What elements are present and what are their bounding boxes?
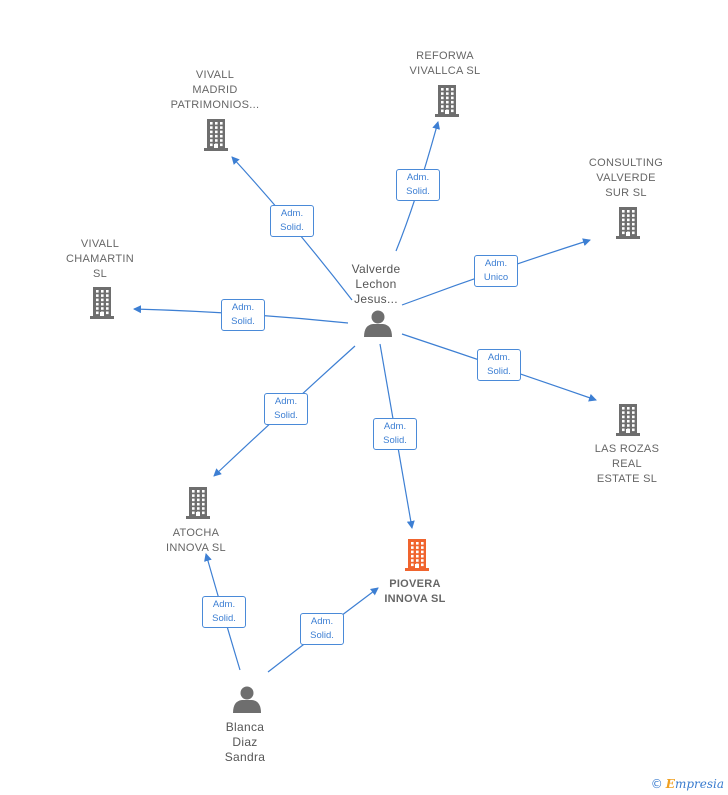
edge-label-line: Solid. — [231, 316, 255, 327]
edge-label-valverde-to-vivall_chamartin[interactable]: Adm. Solid. — [221, 299, 265, 331]
edge-label-line: Adm. — [280, 208, 304, 219]
node-label-line: REFORWA — [416, 50, 474, 62]
edge-label-line: Adm. — [484, 258, 508, 269]
building-icon-piovera[interactable] — [405, 539, 429, 571]
empresia-watermark: ©Empresia — [651, 777, 724, 791]
edge-label-valverde-to-reforwa[interactable]: Adm. Solid. — [396, 169, 440, 201]
node-label-line: ESTATE SL — [596, 473, 658, 485]
edge-label-line: Solid. — [274, 410, 298, 421]
node-label-line: Jesus... — [354, 292, 398, 306]
edge-label-valverde-to-vivall_madrid[interactable]: Adm. Solid. — [270, 205, 314, 237]
node-label-line: CONSULTING — [588, 157, 664, 169]
edge-label-line: Unico — [483, 272, 509, 283]
copyright-symbol: © — [650, 777, 663, 791]
edge-label-line: Adm. — [406, 172, 430, 183]
building-icon-vivall_chamartin[interactable] — [90, 287, 114, 319]
node-label-reforwa[interactable]: REFORWA VIVALLCA SL — [385, 49, 505, 79]
node-label-line: Diaz — [232, 735, 258, 749]
building-icon-las_rozas[interactable] — [616, 404, 640, 436]
brand-initial: E — [665, 777, 675, 791]
edge-label-line: Solid. — [406, 186, 430, 197]
node-label-line: Blanca — [225, 720, 265, 734]
edge-label-valverde-to-consulting[interactable]: Adm. Unico — [474, 255, 518, 287]
node-label-piovera[interactable]: PIOVERA INNOVA SL — [355, 577, 475, 607]
node-label-line: SUR SL — [605, 187, 647, 199]
edge-label-valverde-to-las_rozas[interactable]: Adm. Solid. — [477, 349, 521, 381]
node-label-line: VIVALLCA SL — [409, 65, 481, 77]
edge-label-line: Solid. — [310, 630, 334, 641]
node-label-line: SL — [92, 268, 108, 280]
node-label-line: VIVALL — [80, 238, 120, 250]
node-label-line: Valverde — [351, 262, 401, 276]
edge-label-valverde-to-atocha[interactable]: Adm. Solid. — [264, 393, 308, 425]
building-icon-atocha[interactable] — [186, 487, 210, 519]
person-icon-blanca[interactable] — [233, 686, 261, 714]
node-label-consulting[interactable]: CONSULTING VALVERDE SUR SL — [566, 156, 686, 201]
edge-label-blanca-to-piovera[interactable]: Adm. Solid. — [300, 613, 344, 645]
node-label-line: ATOCHA — [172, 527, 220, 539]
building-icon-reforwa[interactable] — [435, 85, 459, 117]
node-label-line: Lechon — [355, 277, 397, 291]
edge-label-line: Adm. — [310, 616, 334, 627]
brand-name: mpresia — [674, 777, 724, 791]
edge-label-line: Adm. — [231, 302, 255, 313]
node-label-line: REAL — [612, 458, 642, 470]
building-icon-consulting[interactable] — [616, 207, 640, 239]
building-icon-vivall_madrid[interactable] — [204, 119, 228, 151]
edge-label-line: Solid. — [487, 366, 511, 377]
edge-label-line: Adm. — [487, 352, 511, 363]
node-label-vivall_chamartin[interactable]: VIVALL CHAMARTIN SL — [40, 237, 160, 282]
edge-label-valverde-to-piovera[interactable]: Adm. Solid. — [373, 418, 417, 450]
node-label-line: CHAMARTIN — [66, 253, 134, 265]
node-label-atocha[interactable]: ATOCHA INNOVA SL — [136, 526, 256, 556]
node-label-line: INNOVA SL — [384, 593, 446, 605]
node-label-line: PIOVERA — [389, 578, 441, 590]
node-label-line: PATRIMONIOS... — [170, 99, 260, 111]
edge-label-line: Adm. — [274, 396, 298, 407]
node-label-line: Sandra — [224, 750, 266, 764]
node-label-line: VIVALL — [195, 69, 235, 81]
node-label-line: MADRID — [192, 84, 238, 96]
edge-label-line: Adm. — [212, 599, 236, 610]
edge-label-blanca-to-atocha[interactable]: Adm. Solid. — [202, 596, 246, 628]
edge-label-line: Solid. — [280, 222, 304, 233]
person-icon-valverde[interactable] — [364, 310, 392, 338]
node-label-line: LAS ROZAS — [594, 443, 660, 455]
node-label-line: VALVERDE — [596, 172, 656, 184]
node-label-las_rozas[interactable]: LAS ROZAS REAL ESTATE SL — [567, 442, 687, 487]
node-label-vivall_madrid[interactable]: VIVALL MADRID PATRIMONIOS... — [155, 68, 275, 113]
node-label-line: INNOVA SL — [166, 542, 226, 554]
edge-label-line: Solid. — [212, 613, 236, 624]
edge-label-line: Adm. — [383, 421, 407, 432]
edge-label-line: Solid. — [383, 435, 407, 446]
